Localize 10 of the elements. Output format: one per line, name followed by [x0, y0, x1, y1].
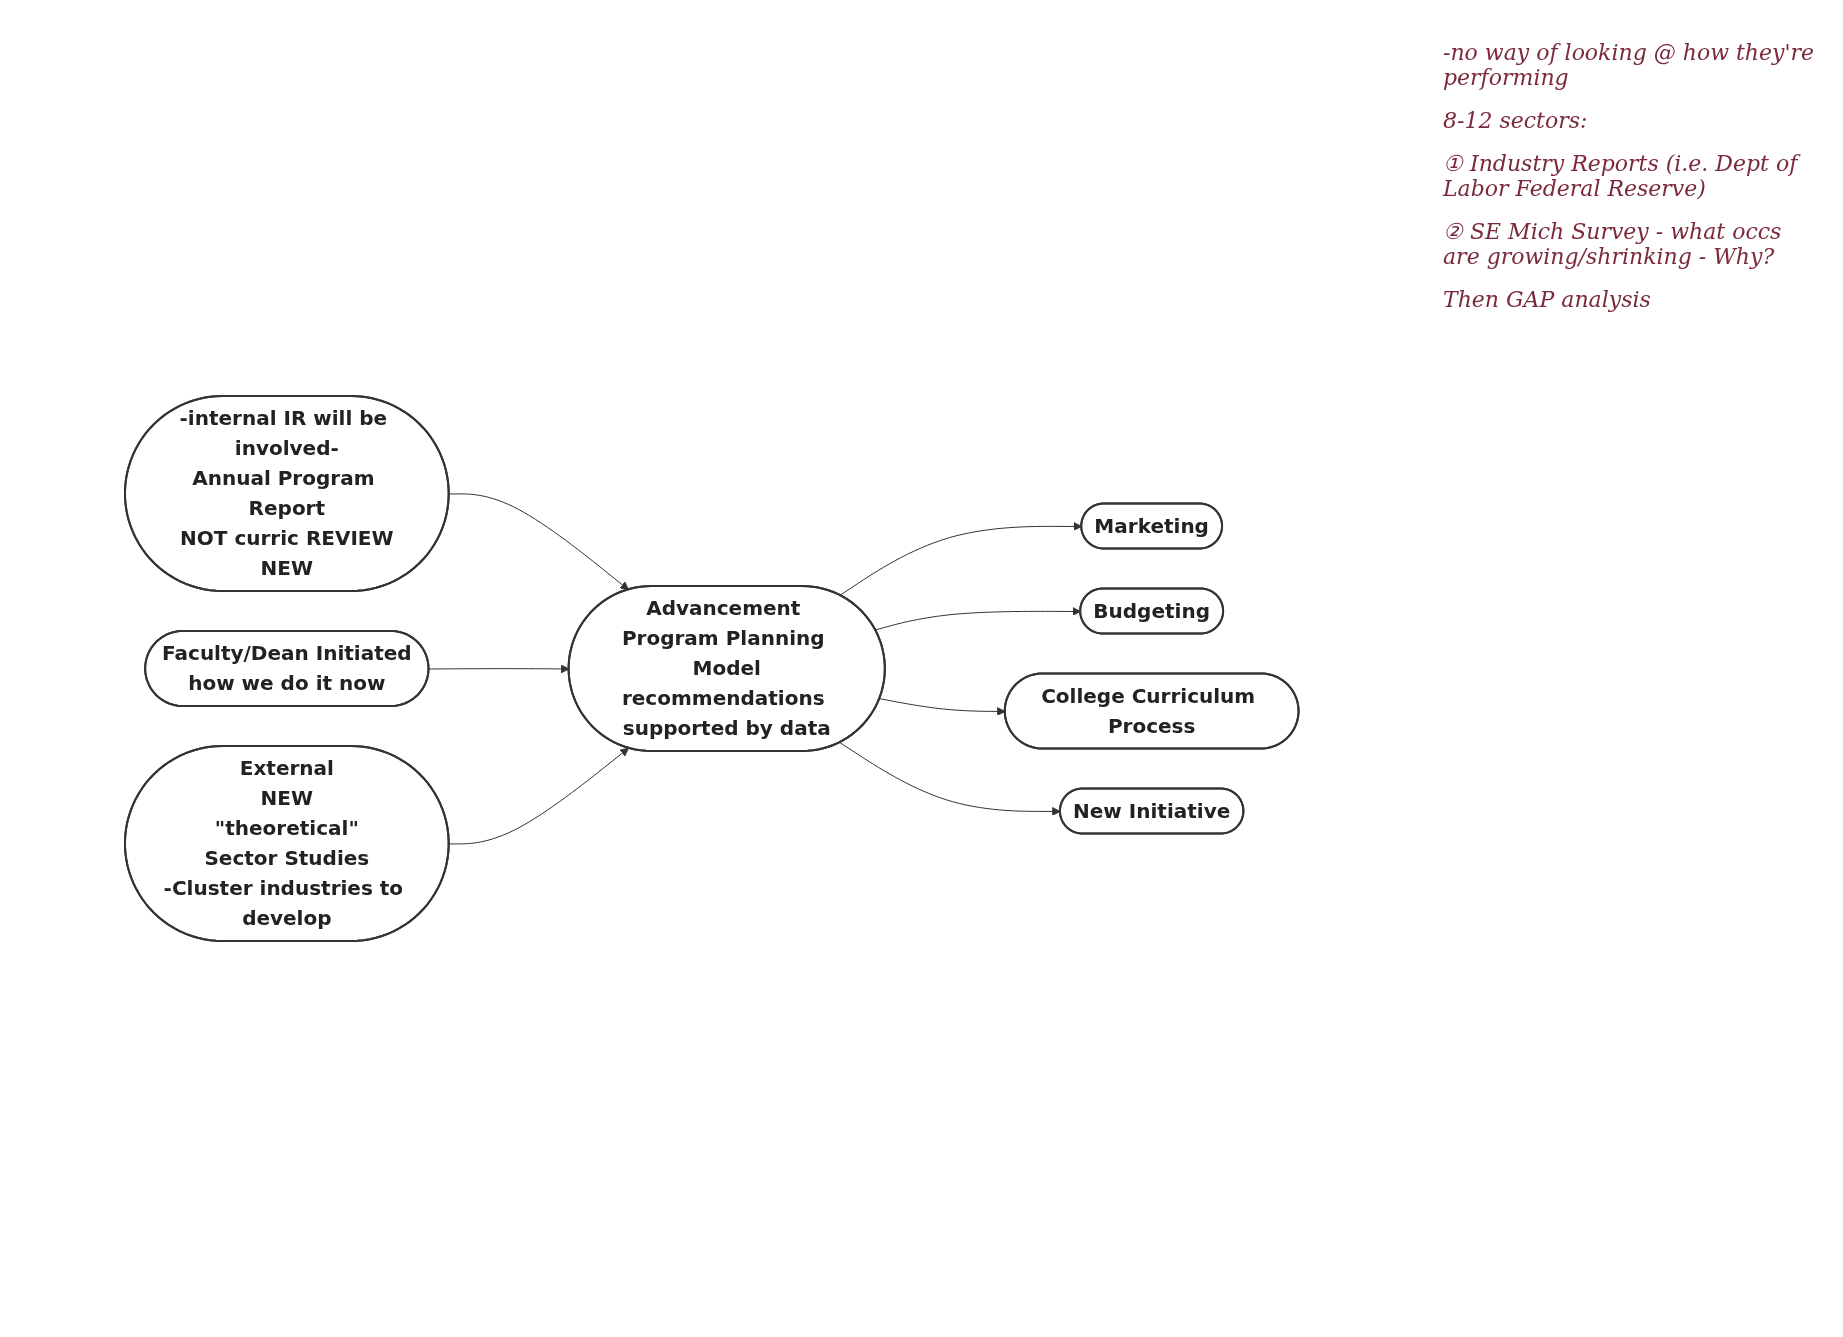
handwritten-note: 8-12 sectors:	[1443, 108, 1589, 133]
handwritten-note: Then GAP analysis	[1443, 287, 1652, 312]
arrow	[839, 522, 1082, 596]
handwritten-note: ① Industry Reports (i.e. Dept of Labor Federal Reserve)	[1443, 151, 1823, 201]
handwritten-note: -no way of looking @ how they're performing	[1443, 40, 1815, 90]
arrow	[839, 742, 1061, 816]
arrow	[874, 607, 1081, 631]
handwritten-note: ② SE Mich Survey - what occs are growing/shrinking - Why?	[1443, 219, 1783, 269]
arrow	[448, 493, 629, 591]
arrow	[448, 747, 629, 845]
